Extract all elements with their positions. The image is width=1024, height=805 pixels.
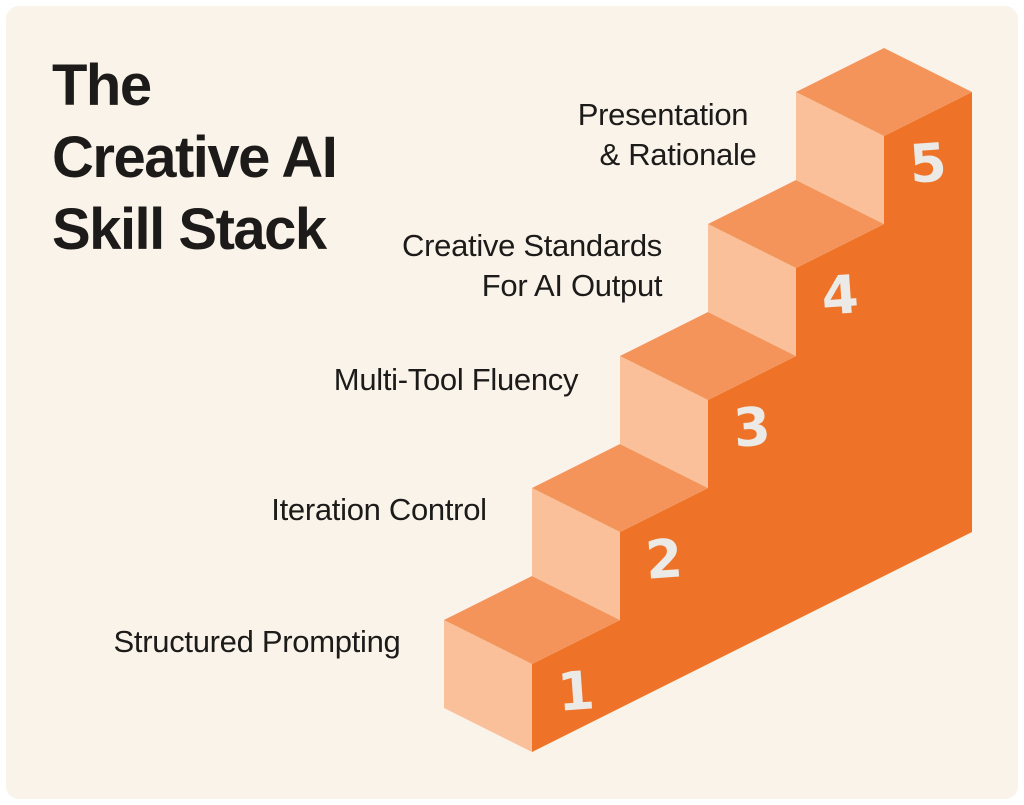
step-2-label: Iteration Control [271,490,487,530]
step-4-number: 4 [819,264,861,328]
step-4-label-line-1: Creative Standards [402,228,662,263]
step-4-label: Creative Standards For AI Output [402,226,663,306]
stair-side-face [532,92,972,752]
step-5-label-line-2: & Rationale [599,137,757,172]
page-title-line-1: The [52,53,152,118]
step-3-label-line-1: Multi-Tool Fluency [333,362,579,397]
stair-step-5 [796,48,972,224]
page-title-line-2: Creative AI [52,125,338,190]
step-5-label: Presentation & Rationale [577,95,757,175]
step-1-label: Structured Prompting [114,622,401,662]
step-1-number: 1 [555,660,597,724]
step-3-number: 3 [731,396,773,460]
step-2-number: 2 [643,528,685,592]
step-3-label: Multi-Tool Fluency [333,360,579,400]
step-5-label-line-1: Presentation [577,97,749,132]
page-title-line-3: Skill Stack [52,197,327,262]
step-2-label-line-1: Iteration Control [271,492,487,527]
page-title: The Creative AI Skill Stack [52,50,338,266]
step-5-tread-face [796,48,972,136]
step-5-number: 5 [907,132,949,196]
step-1-label-line-1: Structured Prompting [113,624,401,659]
step-4-label-line-2: For AI Output [481,268,663,303]
